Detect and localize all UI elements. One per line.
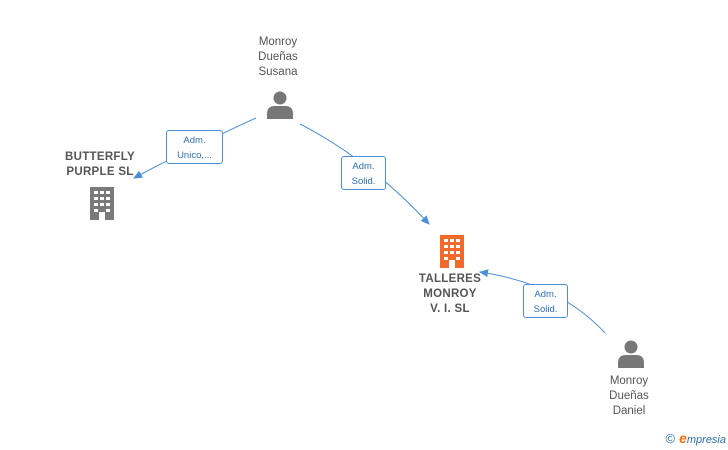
person-node-susana[interactable]: Monroy Dueñas Susana <box>235 35 321 80</box>
copyright-symbol: © <box>665 430 676 446</box>
brand-logo: empresia <box>679 430 726 446</box>
company-node-talleres[interactable]: TALLERES MONROY V. I. SL <box>402 272 498 317</box>
edge-label-adm-solid[interactable]: Adm. Solid. <box>341 156 386 190</box>
person-node-daniel[interactable]: Monroy Dueñas Daniel <box>586 374 672 419</box>
person-icon <box>267 91 293 119</box>
empresia-brand: © empresia <box>665 430 726 446</box>
person-name: Monroy Dueñas Daniel <box>609 375 649 417</box>
edge-label-adm-solid[interactable]: Adm. Solid. <box>523 284 568 318</box>
company-name: TALLERES MONROY V. I. SL <box>418 273 482 315</box>
brand-initial: e <box>679 430 687 446</box>
company-node-butterfly[interactable]: BUTTERFLY PURPLE SL <box>52 150 148 180</box>
person-name: Monroy Dueñas Susana <box>258 36 298 78</box>
person-icon <box>618 340 644 368</box>
edge-label-adm-unico[interactable]: Adm. Unico,... <box>166 130 223 164</box>
building-icon <box>90 187 114 220</box>
brand-text: mpresia <box>686 434 726 446</box>
company-name: BUTTERFLY PURPLE SL <box>65 151 135 178</box>
building-icon <box>440 235 464 268</box>
